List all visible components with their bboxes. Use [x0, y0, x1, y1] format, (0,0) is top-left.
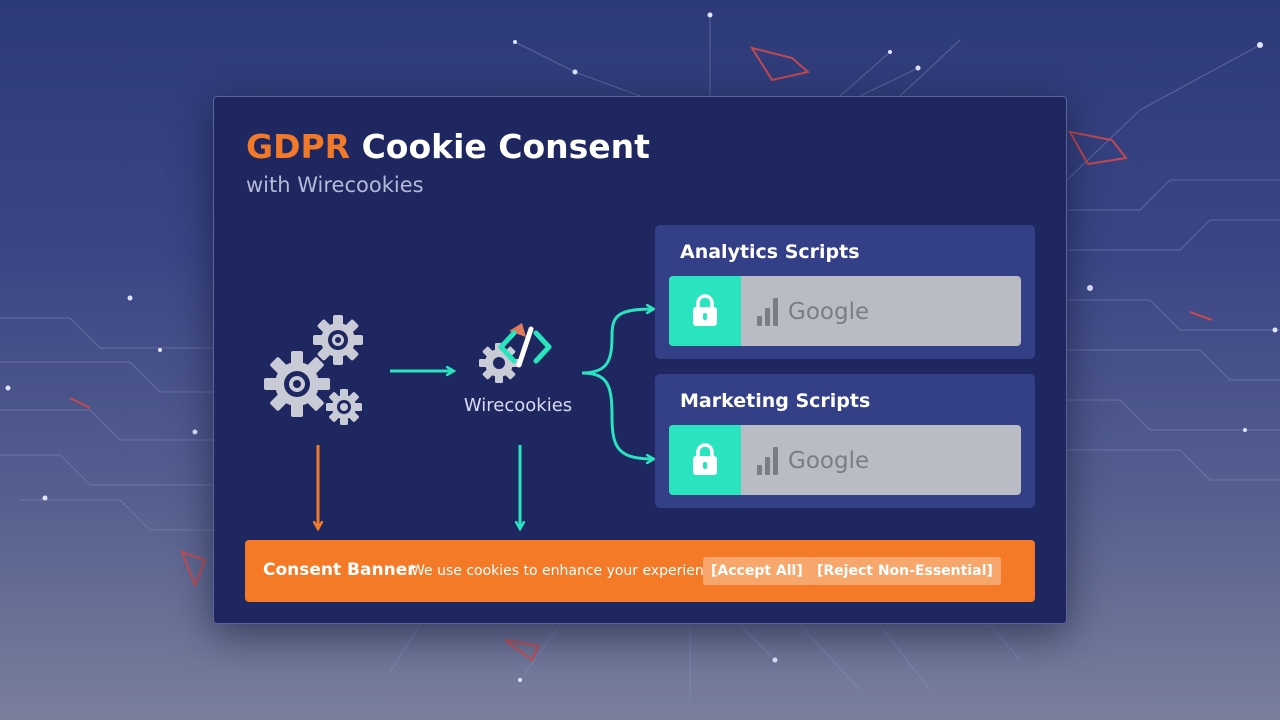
lock-icon: [693, 443, 717, 475]
marketing-scripts-panel: Marketing Scripts Google: [655, 374, 1035, 508]
arrow-hub-to-analytics: [581, 309, 654, 375]
banner-title: Consent Banner: [263, 560, 416, 580]
vendor-name: Google: [788, 448, 870, 474]
flow-arrows: [318, 309, 654, 529]
title-accent: GDPR: [246, 127, 351, 166]
reject-non-essential-button[interactable]: [Reject Non-Essential]: [809, 557, 1001, 585]
consent-banner: Consent Banner We use cookies to enhance…: [245, 540, 1035, 602]
panel-title: Analytics Scripts: [680, 241, 860, 263]
panel-title: Marketing Scripts: [680, 390, 871, 412]
diagram-card: GDPR Cookie Consent with Wirecookies: [213, 96, 1067, 624]
flow-diagram: [264, 97, 1068, 625]
blocked-script-row[interactable]: Google: [669, 425, 1021, 495]
analytics-bars-icon: [757, 298, 778, 326]
accept-all-button[interactable]: [Accept All]: [703, 557, 811, 585]
blocked-script-row[interactable]: Google: [669, 276, 1021, 346]
arrow-hub-to-marketing: [581, 371, 654, 459]
lock-icon: [693, 294, 717, 326]
lock-cell: [669, 425, 741, 495]
vendor-logo: Google: [757, 445, 869, 475]
title-rest: Cookie Consent: [350, 127, 650, 166]
analytics-bars-icon: [757, 447, 778, 475]
analytics-scripts-panel: Analytics Scripts Google: [655, 225, 1035, 359]
diagram-title: GDPR Cookie Consent: [246, 127, 650, 166]
code-cookie-icon: [479, 323, 552, 383]
banner-message: We use cookies to enhance your experienc…: [411, 563, 725, 579]
diagram-subtitle: with Wirecookies: [246, 173, 424, 197]
lock-cell: [669, 276, 741, 346]
vendor-logo: Google: [757, 296, 869, 326]
gears-icon: [264, 315, 363, 425]
hub-label: Wirecookies: [463, 395, 573, 416]
vendor-name: Google: [788, 299, 870, 325]
